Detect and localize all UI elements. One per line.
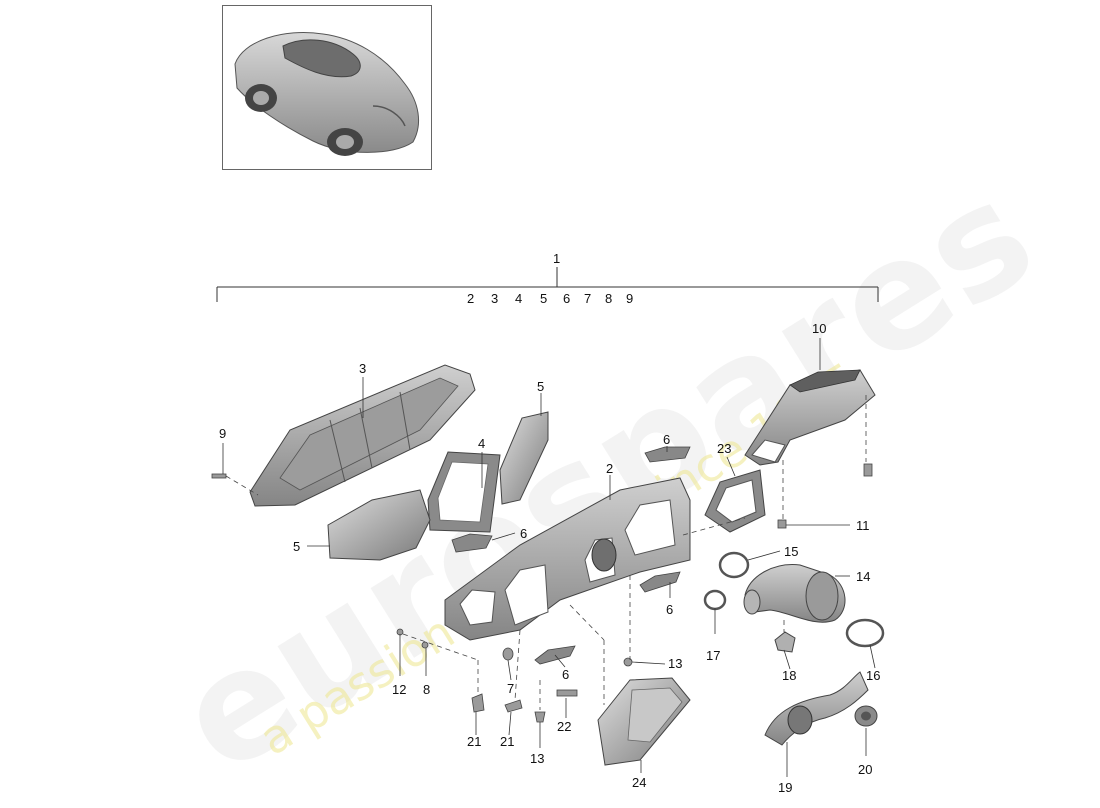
clip-21a [471,693,485,713]
callout-13-right: 13 [668,656,683,671]
bolt-13a [534,711,546,723]
callout-6-bottom: 6 [562,667,570,682]
gasket-frame [427,451,501,533]
callout-7: 7 [507,681,515,696]
sub-part-label: 7 [584,291,592,306]
callout-2: 2 [606,461,614,476]
hose-connector-small [774,631,796,653]
sub-part-label: 2 [467,291,475,306]
nut-11b [777,519,787,529]
callout-24: 24 [632,775,647,790]
filter-element-upper [499,411,549,505]
intake-hose [743,564,846,623]
callout-17: 17 [706,648,721,663]
callout-8: 8 [423,682,431,697]
callout-18: 18 [782,668,797,683]
intake-seal-frame [704,469,766,533]
callout-3: 3 [359,361,367,376]
clip-parts [451,446,691,665]
callout-10: 10 [812,321,827,336]
screw-9 [211,473,227,479]
assembly-label: 1 [553,251,561,266]
callout-12: 12 [392,682,407,697]
pin-22 [556,689,578,697]
callout-5-upper: 5 [537,379,545,394]
callout-6-right: 6 [666,602,674,617]
callout-5-lower: 5 [293,539,301,554]
callout-19: 19 [778,780,793,795]
filter-element-lower [327,489,431,561]
sub-part-label: 8 [605,291,613,306]
callout-21-left: 21 [467,734,482,749]
callout-21-right: 21 [500,734,515,749]
sub-part-label: 4 [515,291,523,306]
grommet-7 [502,647,514,661]
bolt-13b [623,657,633,667]
sub-part-label: 9 [626,291,634,306]
air-cleaner-upper-housing [249,364,476,507]
callout-15: 15 [784,544,799,559]
sub-part-label: 5 [540,291,548,306]
callout-6-top: 6 [663,432,671,447]
callout-14: 14 [856,569,871,584]
sub-part-label: 6 [563,291,571,306]
callout-4: 4 [478,436,486,451]
nut-11 [863,463,873,477]
air-scoop [597,677,691,766]
callout-11: 11 [856,518,870,533]
assembly-dash-lines [225,395,867,710]
crankcase-pipe [764,671,869,746]
callout-16: 16 [866,668,881,683]
sub-part-label: 3 [491,291,499,306]
callout-6-mid: 6 [520,526,528,541]
clip-21b [504,699,523,713]
callout-9: 9 [219,426,227,441]
car-illustration [234,32,419,156]
leader-lines [222,338,876,777]
intake-duct [744,369,876,466]
washer-8 [421,641,429,649]
callout-20: 20 [858,762,873,777]
assembly-bracket [216,267,879,302]
car-thumbnail [222,5,432,170]
callout-22: 22 [557,719,572,734]
callout-23: 23 [717,441,732,456]
air-cleaner-main-housing [444,477,691,641]
cap-fitting [854,705,878,727]
callout-13-bottom: 13 [530,751,545,766]
